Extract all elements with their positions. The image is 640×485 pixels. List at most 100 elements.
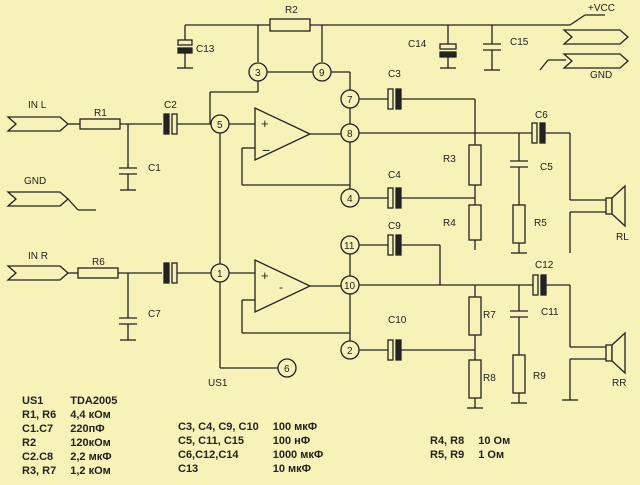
c4-capacitor bbox=[387, 187, 402, 209]
c3-label: C3 bbox=[388, 69, 401, 80]
r6-resistor bbox=[77, 267, 119, 279]
legend-value: 120кОм bbox=[70, 437, 111, 449]
r6-label: R6 bbox=[92, 257, 105, 268]
legend-row: C2.C8 2,2 мкФ bbox=[22, 450, 131, 464]
gnd-left-connector bbox=[6, 191, 96, 211]
c14-capacitor bbox=[439, 43, 457, 69]
legend-ref: C13 bbox=[178, 463, 199, 475]
r8-resistor bbox=[468, 359, 482, 399]
legend-ref: R3, R7 bbox=[22, 465, 57, 477]
r2-label: R2 bbox=[285, 5, 298, 16]
c7-label: C7 bbox=[148, 309, 161, 320]
gnd-top-connector bbox=[539, 53, 629, 71]
c8-capacitor bbox=[163, 262, 178, 284]
c6-label: C6 bbox=[535, 110, 548, 121]
legend-ref: C1.C7 bbox=[22, 423, 54, 435]
c9-capacitor bbox=[387, 234, 402, 256]
legend-row: US1 TDA2005 bbox=[22, 394, 131, 408]
legend-row: R1, R6 4,4 кОм bbox=[22, 408, 131, 422]
legend-ref: R4, R8 bbox=[430, 435, 465, 447]
r5-label: R5 bbox=[534, 218, 547, 229]
legend-value: 1,2 кОм bbox=[70, 465, 111, 477]
pin-5-number: 5 bbox=[217, 120, 223, 131]
pin-8-number: 8 bbox=[347, 129, 353, 140]
c3-capacitor bbox=[387, 88, 402, 110]
speaker-rr bbox=[605, 331, 626, 375]
legend-ref: C6,C12,C14 bbox=[178, 449, 239, 461]
pin-11-number: 11 bbox=[344, 241, 355, 252]
legend-value: 2,2 мкФ bbox=[70, 451, 112, 463]
c12-label: C12 bbox=[535, 260, 554, 271]
legend-value: 4,4 кОм bbox=[70, 409, 111, 421]
gnd-top-label: GND bbox=[590, 70, 612, 81]
r3-resistor bbox=[468, 144, 482, 186]
svg-text:+: + bbox=[261, 268, 269, 283]
legend-ref: US1 bbox=[22, 395, 44, 407]
rl-label: RL bbox=[616, 232, 629, 243]
legend-value: 100 мкФ bbox=[272, 421, 318, 433]
legend-row: R2 120кОм bbox=[22, 436, 131, 450]
c5-label: C5 bbox=[540, 162, 553, 173]
in-l-label: IN L bbox=[28, 100, 47, 111]
legend-ref: R2 bbox=[22, 437, 37, 449]
pin-2-number: 2 bbox=[347, 346, 353, 357]
c13-label: C13 bbox=[196, 44, 215, 55]
vcc-rail bbox=[185, 14, 605, 62]
legend-value: 1000 мкФ bbox=[272, 449, 324, 461]
c10-label: C10 bbox=[388, 315, 407, 326]
legend-value: 100 нФ bbox=[272, 435, 311, 447]
pin-3-number: 3 bbox=[255, 68, 261, 79]
c11-label: C11 bbox=[541, 307, 559, 318]
c2-label: C2 bbox=[164, 100, 177, 111]
c2-capacitor bbox=[163, 113, 178, 135]
legend-row: C6,C12,C14 1000 мкФ bbox=[178, 448, 337, 462]
legend-row: C13 10 мкФ bbox=[178, 462, 337, 476]
legend-value: 1 Ом bbox=[478, 449, 505, 461]
r2-resistor bbox=[269, 18, 311, 32]
r7-label: R7 bbox=[483, 310, 496, 321]
opamp-left-channel: + − bbox=[254, 106, 312, 162]
legend-ref: R1, R6 bbox=[22, 409, 57, 421]
in-r-label: IN R bbox=[28, 251, 48, 262]
legend-value: 10 мкФ bbox=[272, 463, 312, 475]
rr-label: RR bbox=[612, 378, 626, 389]
pin-6-number: 6 bbox=[284, 364, 290, 375]
input-l-connector bbox=[6, 116, 69, 132]
r9-label: R9 bbox=[533, 371, 546, 382]
speaker-rl bbox=[605, 184, 626, 228]
legend-ref: C3, C4, C9, C10 bbox=[178, 421, 259, 433]
pin-1-number: 1 bbox=[217, 269, 223, 280]
gnd-left-label: GND bbox=[24, 176, 46, 187]
c4-label: C4 bbox=[388, 170, 401, 181]
r9-resistor bbox=[512, 354, 526, 394]
r4-label: R4 bbox=[443, 218, 456, 229]
svg-text:+: + bbox=[261, 116, 269, 131]
c13-capacitor bbox=[177, 25, 193, 69]
legend-value: 10 Ом bbox=[478, 435, 511, 447]
svg-text:-: - bbox=[279, 280, 283, 294]
pin-4-number: 4 bbox=[347, 194, 353, 205]
r3-label: R3 bbox=[443, 154, 456, 165]
c9-label: C9 bbox=[388, 221, 401, 232]
pin-9-number: 9 bbox=[319, 68, 325, 79]
input-r-connector bbox=[6, 265, 69, 281]
legend-ref: C2.C8 bbox=[22, 451, 54, 463]
c15-label: C15 bbox=[510, 37, 529, 48]
r1-resistor bbox=[79, 118, 121, 130]
c15-capacitor bbox=[483, 43, 501, 71]
c14-label: C14 bbox=[408, 39, 427, 50]
vcc-label: +VCC bbox=[588, 3, 615, 14]
svg-text:−: − bbox=[262, 142, 270, 158]
legend-row: R4, R8 10 Ом bbox=[430, 434, 524, 448]
r4-resistor bbox=[468, 204, 482, 241]
legend-value: TDA2005 bbox=[70, 395, 118, 407]
c10-capacitor bbox=[387, 339, 402, 361]
